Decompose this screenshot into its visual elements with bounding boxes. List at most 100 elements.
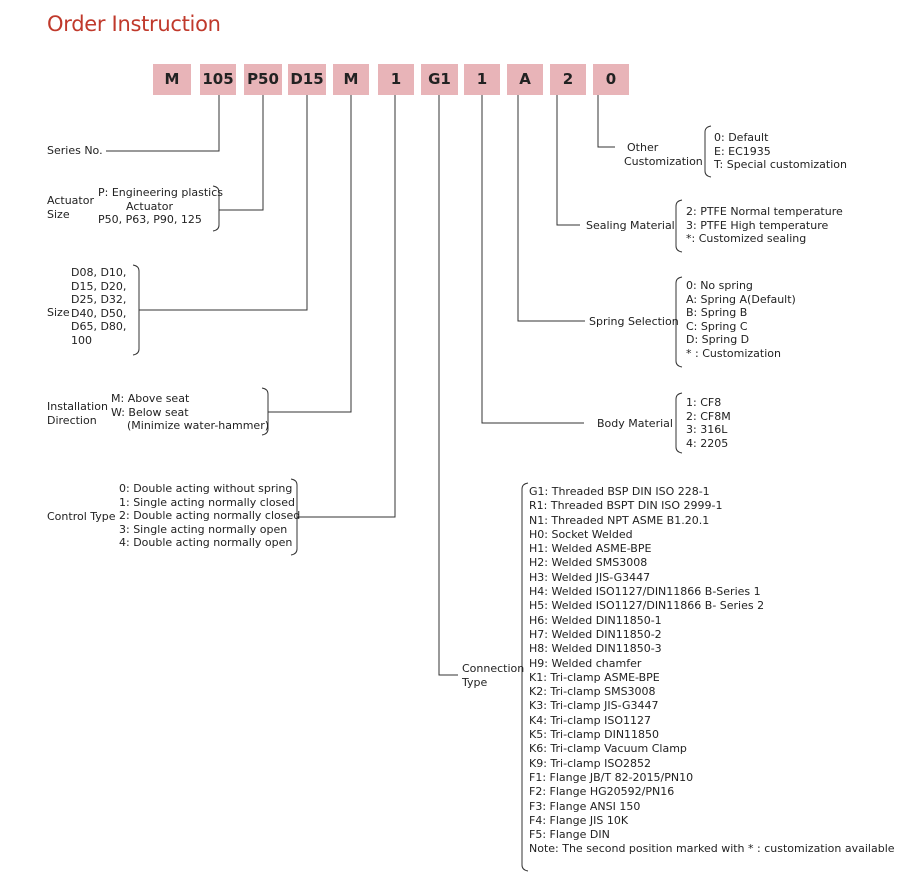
- control-option: 4: Double acting normally open: [119, 536, 293, 549]
- connection-option: H1: Welded ASME-BPE: [529, 542, 652, 556]
- actuator-brace: [212, 185, 220, 232]
- body-option: 3: 316L: [686, 423, 728, 436]
- series-connector: [106, 95, 220, 152]
- connection-option: K2: Tri-clamp SMS3008: [529, 685, 656, 699]
- spring-option: A: Spring A(Default): [686, 292, 796, 306]
- body-material-label: Body Material: [597, 417, 673, 430]
- size-option: D25, D32,: [71, 293, 127, 306]
- other-options: 0: Default E: EC1935 T: Special customiz…: [714, 131, 847, 172]
- size-option: D15, D20,: [71, 279, 127, 293]
- connection-option: G1: Threaded BSP DIN ISO 228-1: [529, 485, 710, 498]
- size-label: Size: [47, 306, 70, 319]
- sealing-connector: [556, 95, 580, 226]
- installation-option: (Minimize water-hammer): [127, 419, 270, 432]
- size-options: D08, D10, D15, D20, D25, D32, D40, D50, …: [71, 266, 126, 347]
- control-options: 0: Double acting without spring 1: Singl…: [119, 482, 300, 550]
- spring-option: C: Spring C: [686, 319, 748, 333]
- sealing-option: 2: PTFE Normal temperature: [686, 205, 843, 218]
- spring-brace: [675, 276, 683, 368]
- connection-option: H7: Welded DIN11850-2: [529, 627, 662, 641]
- size-option: D08, D10,: [71, 266, 127, 279]
- code-box-control: 1: [378, 64, 414, 95]
- connection-option: F2: Flange HG20592/PN16: [529, 785, 675, 799]
- connection-option: F3: Flange ANSI 150: [529, 799, 641, 813]
- control-option: 1: Single acting normally closed: [119, 495, 296, 509]
- spring-option: B: Spring B: [686, 306, 748, 319]
- actuator-connector: [219, 95, 264, 211]
- size-option: D40, D50,: [71, 306, 127, 320]
- connection-option: K5: Tri-clamp DIN11850: [529, 728, 660, 742]
- connection-option: H0: Socket Welded: [529, 527, 633, 541]
- connection-option: F4: Flange JIS 10K: [529, 813, 629, 827]
- connection-option: K9: Tri-clamp ISO2852: [529, 756, 651, 770]
- code-box-actuator-size-number: 105: [200, 64, 236, 95]
- connection-connector: [438, 95, 458, 676]
- spring-option: D: Spring D: [686, 333, 750, 346]
- actuator-options: P: Engineering plastics Actuator P50, P6…: [98, 186, 223, 227]
- connection-option: N1: Threaded NPT ASME B1.20.1: [529, 513, 710, 527]
- connection-option: H5: Welded ISO1127/DIN11866 B- Series 2: [529, 599, 765, 613]
- control-option: 3: Single acting normally open: [119, 522, 288, 536]
- installation-connector: [268, 95, 352, 413]
- connection-option: H3: Welded JIS-G3447: [529, 570, 651, 584]
- connection-option: F1: Flange JB/T 82-2015/PN10: [529, 770, 694, 784]
- body-option: 4: 2205: [686, 436, 729, 450]
- size-brace: [132, 264, 140, 356]
- code-box-series: M: [153, 64, 191, 95]
- body-option: 2: CF8M: [686, 409, 731, 423]
- spring-option: * : Customization: [686, 346, 781, 360]
- code-box-other: 0: [593, 64, 629, 95]
- connection-option: K3: Tri-clamp JIS-G3447: [529, 699, 659, 713]
- code-box-size: D15: [288, 64, 326, 95]
- code-box-spring: A: [507, 64, 543, 95]
- other-option: T: Special customization: [714, 158, 847, 171]
- connection-option: K6: Tri-clamp Vacuum Clamp: [529, 742, 687, 756]
- size-connector: [139, 95, 308, 311]
- connection-option: K1: Tri-clamp ASME-BPE: [529, 670, 660, 684]
- sealing-material-label: Sealing Material: [586, 219, 675, 232]
- code-box-sealing: 2: [550, 64, 586, 95]
- spring-selection-label: Spring Selection: [589, 315, 679, 328]
- connection-option: H6: Welded DIN11850-1: [529, 613, 662, 627]
- installation-option: M: Above seat: [111, 392, 190, 405]
- body-brace: [675, 392, 683, 454]
- other-connector: [597, 95, 615, 148]
- size-option: 100: [71, 333, 92, 347]
- control-type-label: Control Type: [47, 510, 116, 523]
- connection-brace: [521, 482, 529, 872]
- body-option: 1: CF8: [686, 396, 722, 409]
- spring-options: 0: No spring A: Spring A(Default) B: Spr…: [686, 279, 796, 360]
- size-option: D65, D80,: [71, 320, 127, 333]
- connection-option: H8: Welded DIN11850-3: [529, 642, 662, 656]
- code-box-installation: M: [333, 64, 369, 95]
- other-option: 0: Default: [714, 131, 769, 144]
- actuator-option: Actuator: [126, 199, 173, 213]
- control-option: 0: Double acting without spring: [119, 482, 293, 495]
- body-connector: [481, 95, 584, 424]
- connection-note: Note: The second position marked with * …: [529, 842, 895, 856]
- actuator-option: P50, P63, P90, 125: [98, 213, 202, 226]
- installation-options: M: Above seat W: Below seat (Minimize wa…: [111, 392, 269, 433]
- sealing-option: 3: PTFE High temperature: [686, 218, 829, 232]
- actuator-option: P: Engineering plastics: [98, 186, 223, 199]
- connection-option: K4: Tri-clamp ISO1127: [529, 713, 651, 727]
- spring-option: 0: No spring: [686, 279, 753, 292]
- connection-option: R1: Threaded BSPT DIN ISO 2999-1: [529, 499, 723, 513]
- code-box-body: 1: [464, 64, 500, 95]
- sealing-brace: [675, 199, 683, 253]
- connection-option: H9: Welded chamfer: [529, 656, 642, 670]
- code-box-connection: G1: [421, 64, 458, 95]
- connection-option: H4: Welded ISO1127/DIN11866 B-Series 1: [529, 585, 761, 599]
- connection-options: G1: Threaded BSP DIN ISO 228-1 R1: Threa…: [529, 485, 895, 857]
- code-box-actuator: P50: [244, 64, 282, 95]
- spring-connector: [517, 95, 585, 322]
- page-title: Order Instruction: [47, 12, 221, 36]
- control-option: 2: Double acting normally closed: [119, 509, 301, 522]
- connection-option: H2: Welded SMS3008: [529, 556, 648, 570]
- series-label: Series No.: [47, 144, 103, 157]
- other-option: E: EC1935: [714, 144, 771, 158]
